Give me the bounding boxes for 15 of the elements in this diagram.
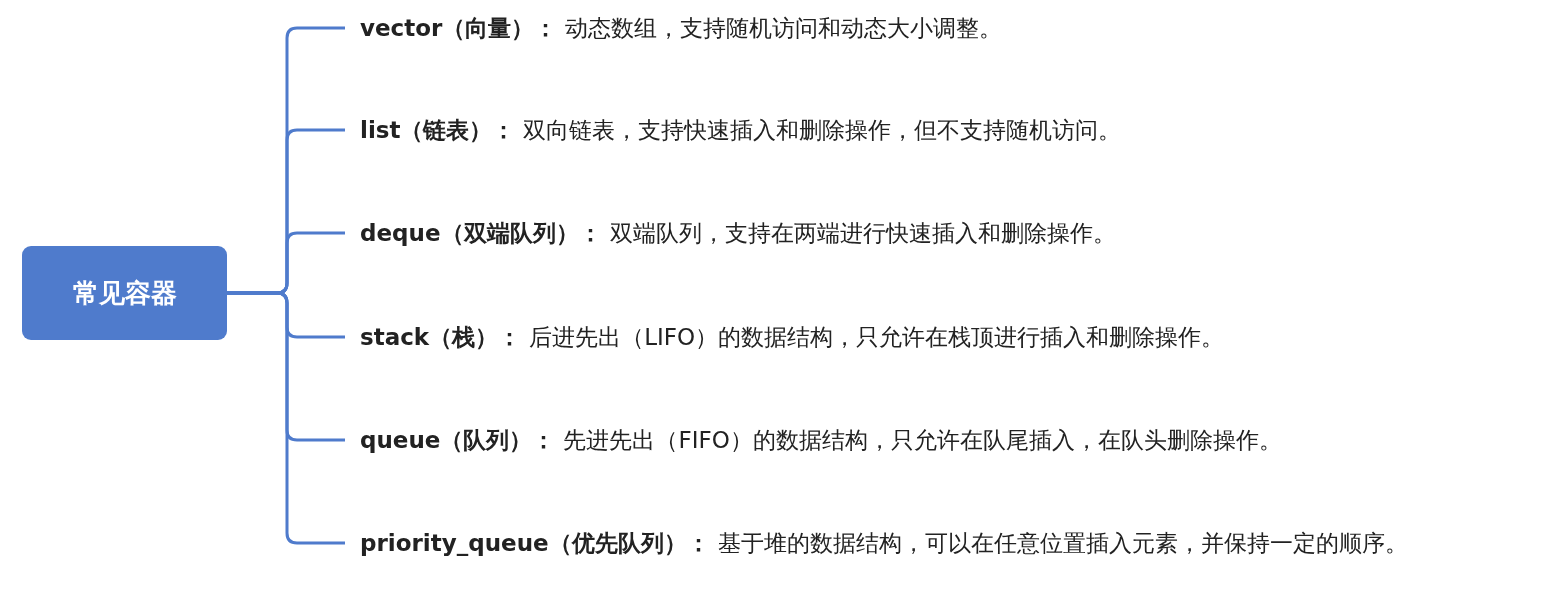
container-description: 动态数组，支持随机访问和动态大小调整。 — [565, 15, 1003, 41]
connector-line — [227, 291, 345, 545]
container-description: 基于堆的数据结构，可以在任意位置插入元素，并保持一定的顺序。 — [717, 530, 1408, 556]
container-name: stack（栈）： — [360, 324, 522, 350]
container-name: deque（双端队列）： — [360, 220, 602, 246]
container-name: vector（向量）： — [360, 15, 558, 41]
container-description: 双端队列，支持在两端进行快速插入和删除操作。 — [609, 220, 1116, 246]
topic-label: 常见容器 — [72, 276, 177, 310]
container-description: 先进先出（FIFO）的数据结构，只允许在队尾插入，在队头删除操作。 — [563, 427, 1282, 453]
topic-box — [22, 246, 227, 340]
container-name: priority_queue（优先队列）： — [360, 530, 710, 556]
container-name: queue（队列）： — [360, 427, 556, 453]
container-name: list（链表）： — [360, 117, 516, 143]
container-description: 后进先出（LIFO）的数据结构，只允许在栈顶进行插入和删除操作。 — [529, 324, 1225, 350]
container-description: 双向链表，支持快速插入和删除操作，但不支持随机访问。 — [523, 117, 1122, 143]
